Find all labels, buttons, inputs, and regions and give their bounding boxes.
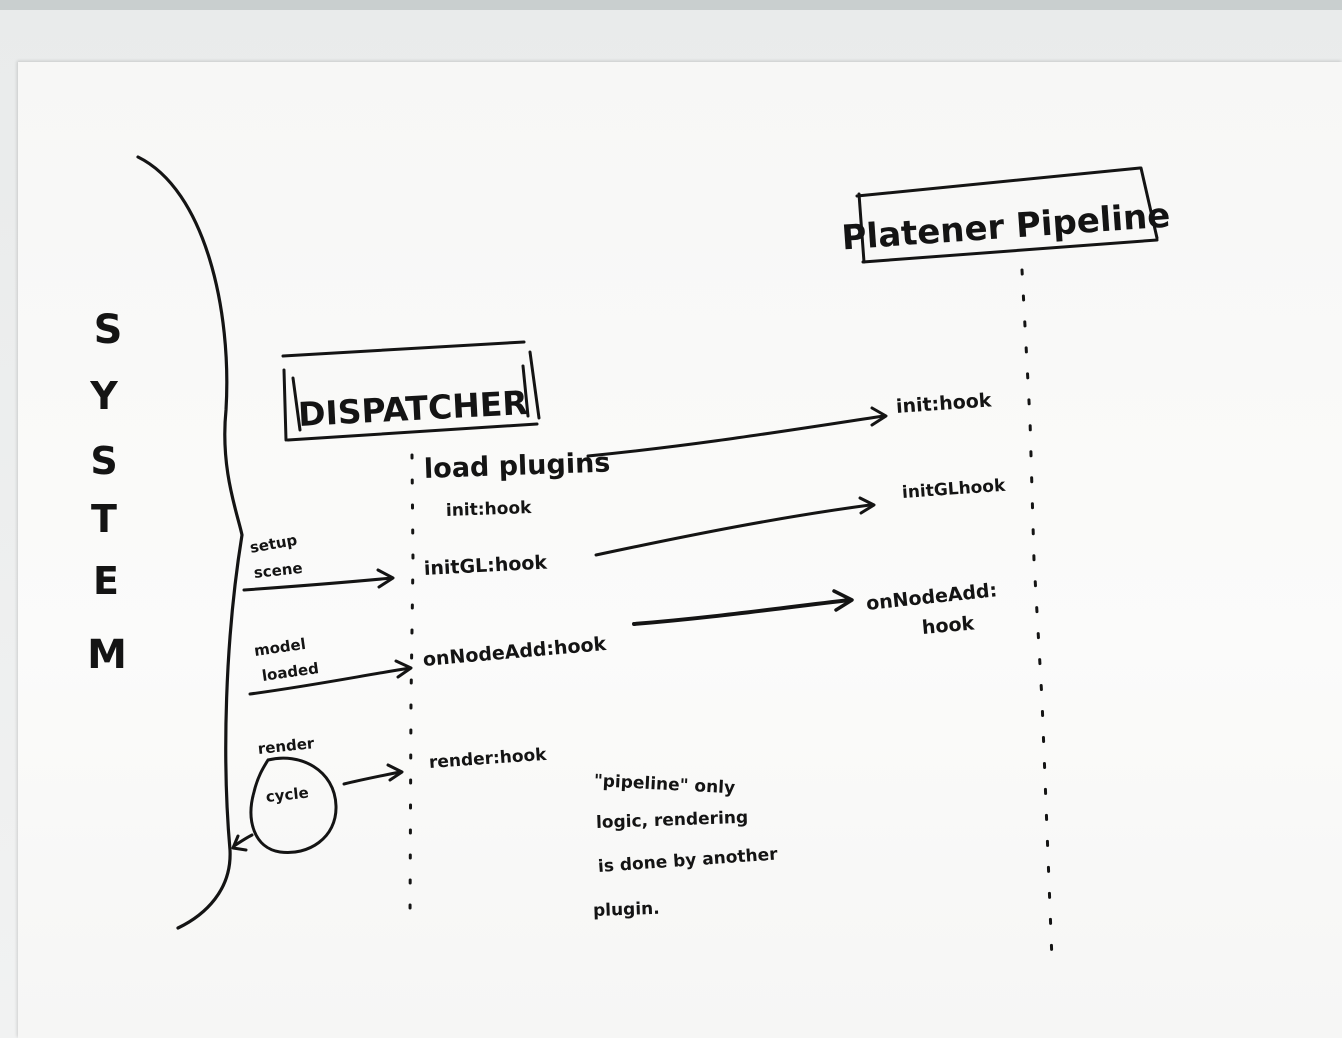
step-load-plugins-sub: init:hook [446, 498, 533, 521]
system-letter: S [94, 307, 123, 353]
hook-init-gl: initGLhook [901, 476, 1006, 503]
system-label: S Y S T E M [87, 307, 127, 678]
hook-on-node-added-1: onNodeAdd: [865, 579, 998, 615]
note-line-2: logic, rendering [596, 808, 749, 833]
pipeline-lifeline [1020, 268, 1054, 962]
hook-on-node-added-2: hook [921, 612, 975, 639]
note-line-1: "pipeline" only [593, 771, 735, 798]
render-cycle-loop [231, 756, 338, 855]
system-letter: Y [89, 374, 118, 418]
trigger-setup-scene-2: scene [253, 559, 303, 582]
arrow-setup-scene [242, 568, 395, 592]
hook-init: init:hook [895, 389, 992, 418]
step-load-plugins: load plugins [423, 448, 610, 485]
trigger-model-loaded-1: model [253, 635, 307, 660]
trigger-setup-scene-1: setup [248, 531, 298, 557]
arrow-model-loaded [248, 659, 413, 696]
dispatcher-lifeline [408, 453, 415, 922]
system-boundary [136, 155, 244, 930]
desk-edge [0, 0, 1342, 10]
step-init-gl: initGL:hook [423, 552, 548, 580]
trigger-render-cycle-1: render [257, 734, 316, 758]
step-render: render:hook [428, 745, 547, 773]
pipeline-box: Platener Pipeline [840, 166, 1172, 264]
trigger-model-loaded-2: loaded [261, 659, 320, 685]
arrow-render-cycle [342, 763, 404, 786]
note-line-3: is done by another [597, 844, 778, 877]
arrow-init-gl [594, 496, 876, 557]
pipeline-title: Platener Pipeline [840, 196, 1171, 259]
system-letter: S [90, 439, 117, 483]
dispatcher-box: DISPATCHER [281, 340, 541, 442]
system-letter: T [91, 497, 117, 541]
system-letter: M [87, 632, 127, 678]
pipeline-note: "pipeline" only logic, rendering is done… [593, 771, 779, 921]
system-letter: E [93, 559, 119, 603]
trigger-render-cycle-2: cycle [265, 784, 310, 806]
step-on-node-added: onNodeAdd:hook [422, 633, 607, 671]
arrow-on-node-added [632, 589, 854, 626]
arrow-load-plugins-to-init [586, 406, 888, 458]
note-line-4: plugin. [593, 899, 660, 921]
